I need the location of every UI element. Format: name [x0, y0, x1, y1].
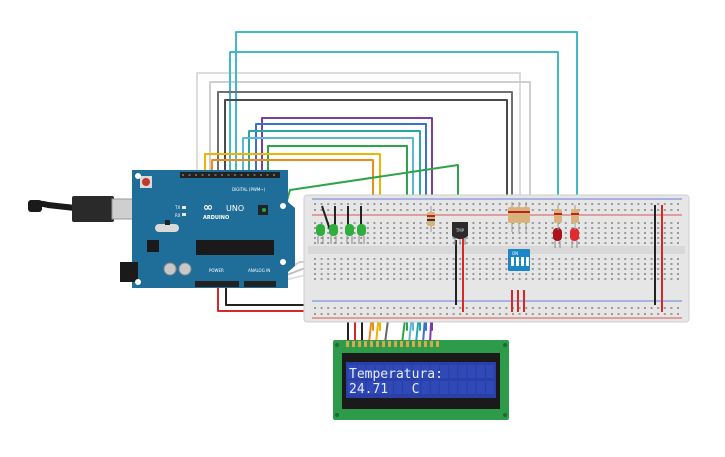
- microcontroller-chip: [196, 240, 274, 255]
- arduino-brand: ARDUINO: [203, 215, 229, 221]
- usb-cable[interactable]: [28, 196, 145, 222]
- led-green-1[interactable]: [316, 224, 325, 244]
- dc-power-jack: [120, 262, 138, 282]
- rx-label: RX: [175, 213, 181, 218]
- digital-header: [180, 172, 280, 178]
- dip-toggle-4[interactable]: [526, 257, 529, 266]
- analog-label: ANALOG IN: [248, 268, 270, 273]
- temperature-sensor[interactable]: TMP: [452, 222, 468, 245]
- wire-red-power[interactable]: [217, 282, 306, 312]
- sensor-label: TMP: [455, 228, 465, 233]
- dip-switch[interactable]: ON: [508, 249, 530, 271]
- analog-header: [244, 281, 276, 287]
- led-green-3[interactable]: [345, 224, 354, 244]
- lcd-module[interactable]: Temperatura: 24.71 C: [333, 340, 509, 420]
- power-header: [195, 281, 239, 287]
- dip-toggle-1[interactable]: [511, 257, 514, 266]
- dip-toggle-2[interactable]: [516, 257, 519, 266]
- bb-wire-black-3[interactable]: [321, 205, 331, 231]
- digital-label: DIGITAL (PWM~): [232, 187, 266, 192]
- wire-grey-2[interactable]: [209, 81, 531, 206]
- resistor-3[interactable]: [515, 202, 523, 232]
- led-green-4[interactable]: [357, 224, 366, 244]
- tx-label: TX: [174, 205, 180, 210]
- arduino-model: UNO: [226, 204, 244, 213]
- power-label: POWER: [209, 268, 224, 273]
- lcd-line-1: Temperatura:: [349, 367, 443, 382]
- led-green-2[interactable]: [329, 224, 338, 244]
- led-red-1[interactable]: [553, 228, 562, 248]
- dip-toggle-3[interactable]: [521, 257, 524, 266]
- lcd-line-2: 24.71 C: [349, 382, 419, 397]
- wire-dark-grey-2[interactable]: [224, 99, 508, 206]
- wire-cyan-top[interactable]: [235, 31, 578, 211]
- wire-light-grey[interactable]: [196, 72, 521, 206]
- wire-cyan-2[interactable]: [229, 51, 559, 211]
- resistor-2[interactable]: [508, 202, 516, 232]
- resistor-6[interactable]: [571, 205, 579, 230]
- dip-label: ON: [512, 251, 518, 256]
- wire-black-gnd[interactable]: [225, 282, 306, 306]
- resistor-4[interactable]: [522, 202, 530, 232]
- resistor-1[interactable]: [427, 206, 435, 232]
- led-red-2[interactable]: [570, 228, 579, 248]
- arduino-logo-icon: ∞: [203, 200, 213, 214]
- arduino-uno-board[interactable]: DIGITAL (PWM~) POWER ANALOG IN ∞ ARDUINO…: [120, 170, 295, 288]
- wire-dark-grey-1[interactable]: [217, 91, 513, 206]
- resistor-5[interactable]: [554, 205, 562, 230]
